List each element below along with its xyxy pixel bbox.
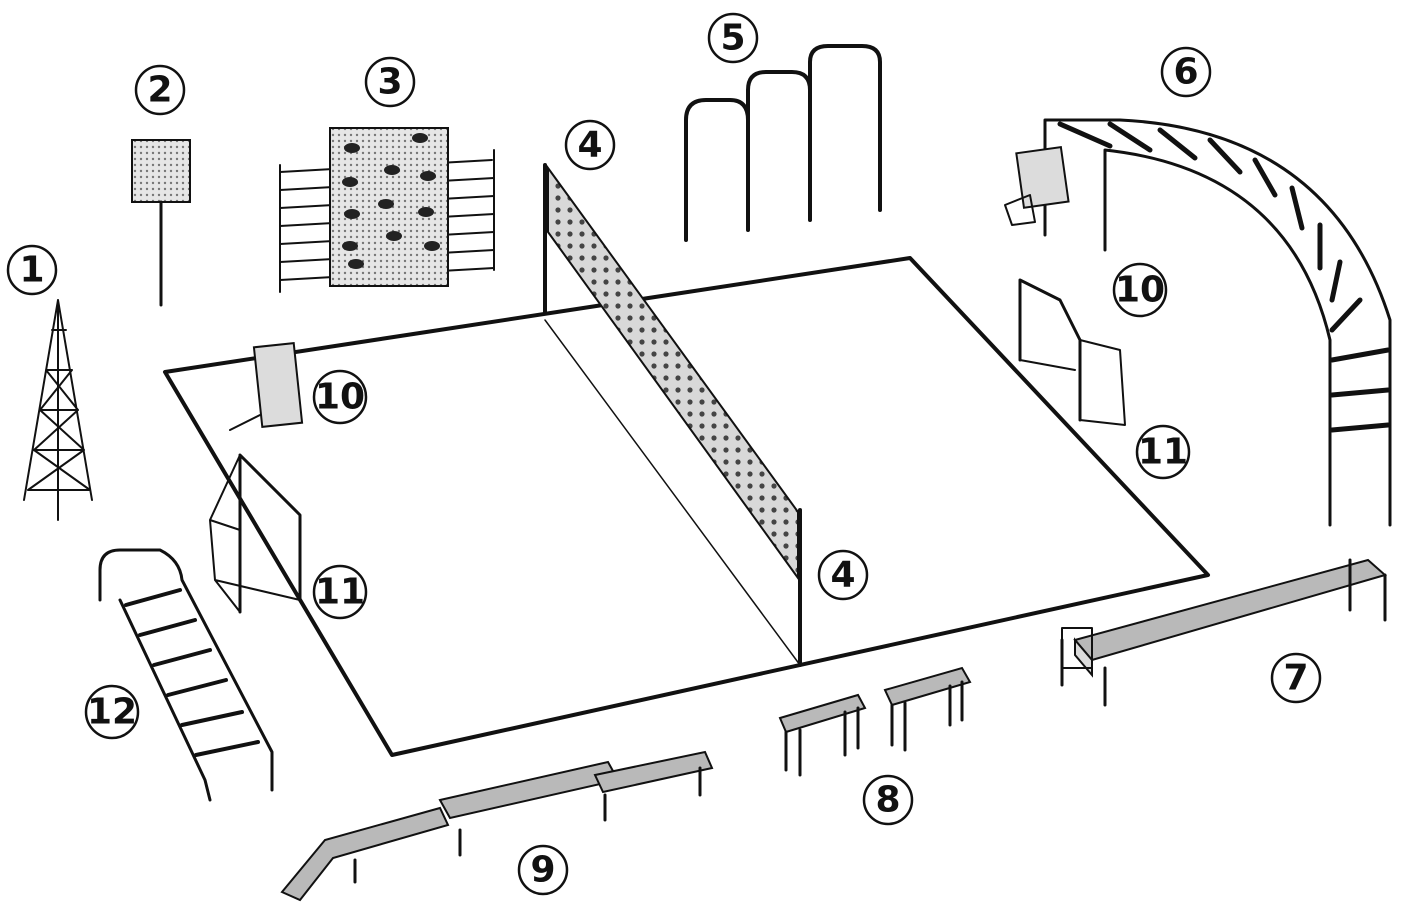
label-12: 12 xyxy=(84,684,140,740)
climbing-wall xyxy=(279,127,495,293)
arch-ladder xyxy=(1043,118,1392,527)
slide-ladder xyxy=(98,548,274,802)
svg-text:10: 10 xyxy=(1115,270,1165,311)
label-9: 9 xyxy=(517,844,569,896)
label-7: 7 xyxy=(1270,652,1322,704)
svg-text:8: 8 xyxy=(875,780,900,821)
svg-text:6: 6 xyxy=(1173,52,1198,93)
basketball-hoop-left xyxy=(229,342,304,431)
horizontal-bars xyxy=(684,44,882,242)
label-11-left: 11 xyxy=(312,564,368,620)
tower-structure xyxy=(23,299,93,521)
svg-text:11: 11 xyxy=(315,572,365,613)
svg-text:11: 11 xyxy=(1138,432,1188,473)
svg-text:12: 12 xyxy=(87,692,137,733)
svg-text:5: 5 xyxy=(720,18,745,59)
svg-text:2: 2 xyxy=(147,70,172,111)
svg-text:4: 4 xyxy=(830,555,855,596)
label-4-top: 4 xyxy=(564,119,616,171)
label-5: 5 xyxy=(707,12,759,64)
goal-left xyxy=(209,453,302,614)
sign-board xyxy=(131,139,191,307)
label-2: 2 xyxy=(134,64,186,116)
svg-text:7: 7 xyxy=(1283,658,1308,699)
label-6: 6 xyxy=(1160,46,1212,98)
court xyxy=(163,256,1210,757)
low-beams xyxy=(280,750,714,902)
label-1: 1 xyxy=(6,244,58,296)
svg-text:3: 3 xyxy=(377,62,402,103)
label-3: 3 xyxy=(364,56,416,108)
svg-text:4: 4 xyxy=(577,125,602,166)
balance-beam xyxy=(1060,558,1388,707)
goal-right xyxy=(1018,278,1126,426)
svg-text:1: 1 xyxy=(19,250,44,291)
svg-text:10: 10 xyxy=(315,377,365,418)
svg-text:9: 9 xyxy=(530,850,555,891)
benches xyxy=(778,666,972,777)
volleyball-net xyxy=(543,163,802,667)
label-8: 8 xyxy=(862,774,914,826)
basketball-hoop-right xyxy=(1004,145,1070,226)
label-10-left: 10 xyxy=(312,369,368,425)
label-11-right: 11 xyxy=(1135,424,1191,480)
label-10-right: 10 xyxy=(1112,262,1168,318)
label-4-bottom: 4 xyxy=(817,549,869,601)
